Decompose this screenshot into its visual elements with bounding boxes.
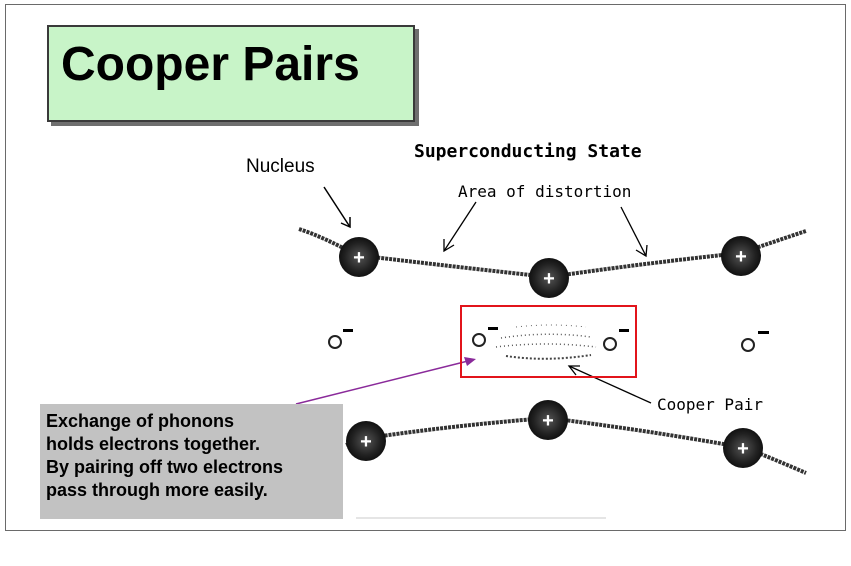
note-line: pass through more easily. xyxy=(46,480,268,500)
svg-text:+: + xyxy=(542,410,554,432)
electron-right xyxy=(741,331,769,352)
note-line: By pairing off two electrons xyxy=(46,457,284,477)
slide-title: Cooper Pairs xyxy=(61,38,360,91)
svg-text:+: + xyxy=(543,268,555,290)
note-line: holds electrons together. xyxy=(46,434,261,454)
nucleus-lower-left: + xyxy=(346,421,386,461)
nucleus-arrow xyxy=(323,186,351,229)
cooper-pair-arrow xyxy=(567,365,652,404)
cooper-pair-electrons xyxy=(472,324,629,360)
cooper-pair-label: Cooper Pair xyxy=(657,395,763,414)
nucleus-lower-right: + xyxy=(723,428,763,468)
slide: Cooper Pairs + + + + xyxy=(5,4,846,531)
phonon-note-box: Exchange of phonons holds electrons toge… xyxy=(40,404,343,519)
lattice-diagram: + + + + + + xyxy=(295,186,807,519)
svg-text:+: + xyxy=(737,438,749,460)
svg-text:+: + xyxy=(360,431,372,453)
diagram-heading: Superconducting State xyxy=(414,141,642,162)
nucleus-upper-right: + xyxy=(721,236,761,276)
distortion-arrow-left xyxy=(443,201,477,253)
nucleus-upper-left: + xyxy=(339,237,379,277)
nucleus-lower-middle: + xyxy=(528,400,568,440)
electron-left xyxy=(328,329,353,349)
note-line: Exchange of phonons xyxy=(46,411,235,431)
svg-text:+: + xyxy=(353,247,365,269)
nucleus-label: Nucleus xyxy=(246,156,315,177)
distortion-arrow-right xyxy=(620,206,648,258)
distortion-label: Area of distortion xyxy=(458,182,632,201)
cooper-pair-highlight-box xyxy=(460,305,637,378)
nucleus-upper-middle: + xyxy=(529,258,569,298)
title-box: Cooper Pairs xyxy=(47,25,415,122)
phonon-pointer-arrow xyxy=(295,357,476,405)
svg-text:+: + xyxy=(735,246,747,268)
